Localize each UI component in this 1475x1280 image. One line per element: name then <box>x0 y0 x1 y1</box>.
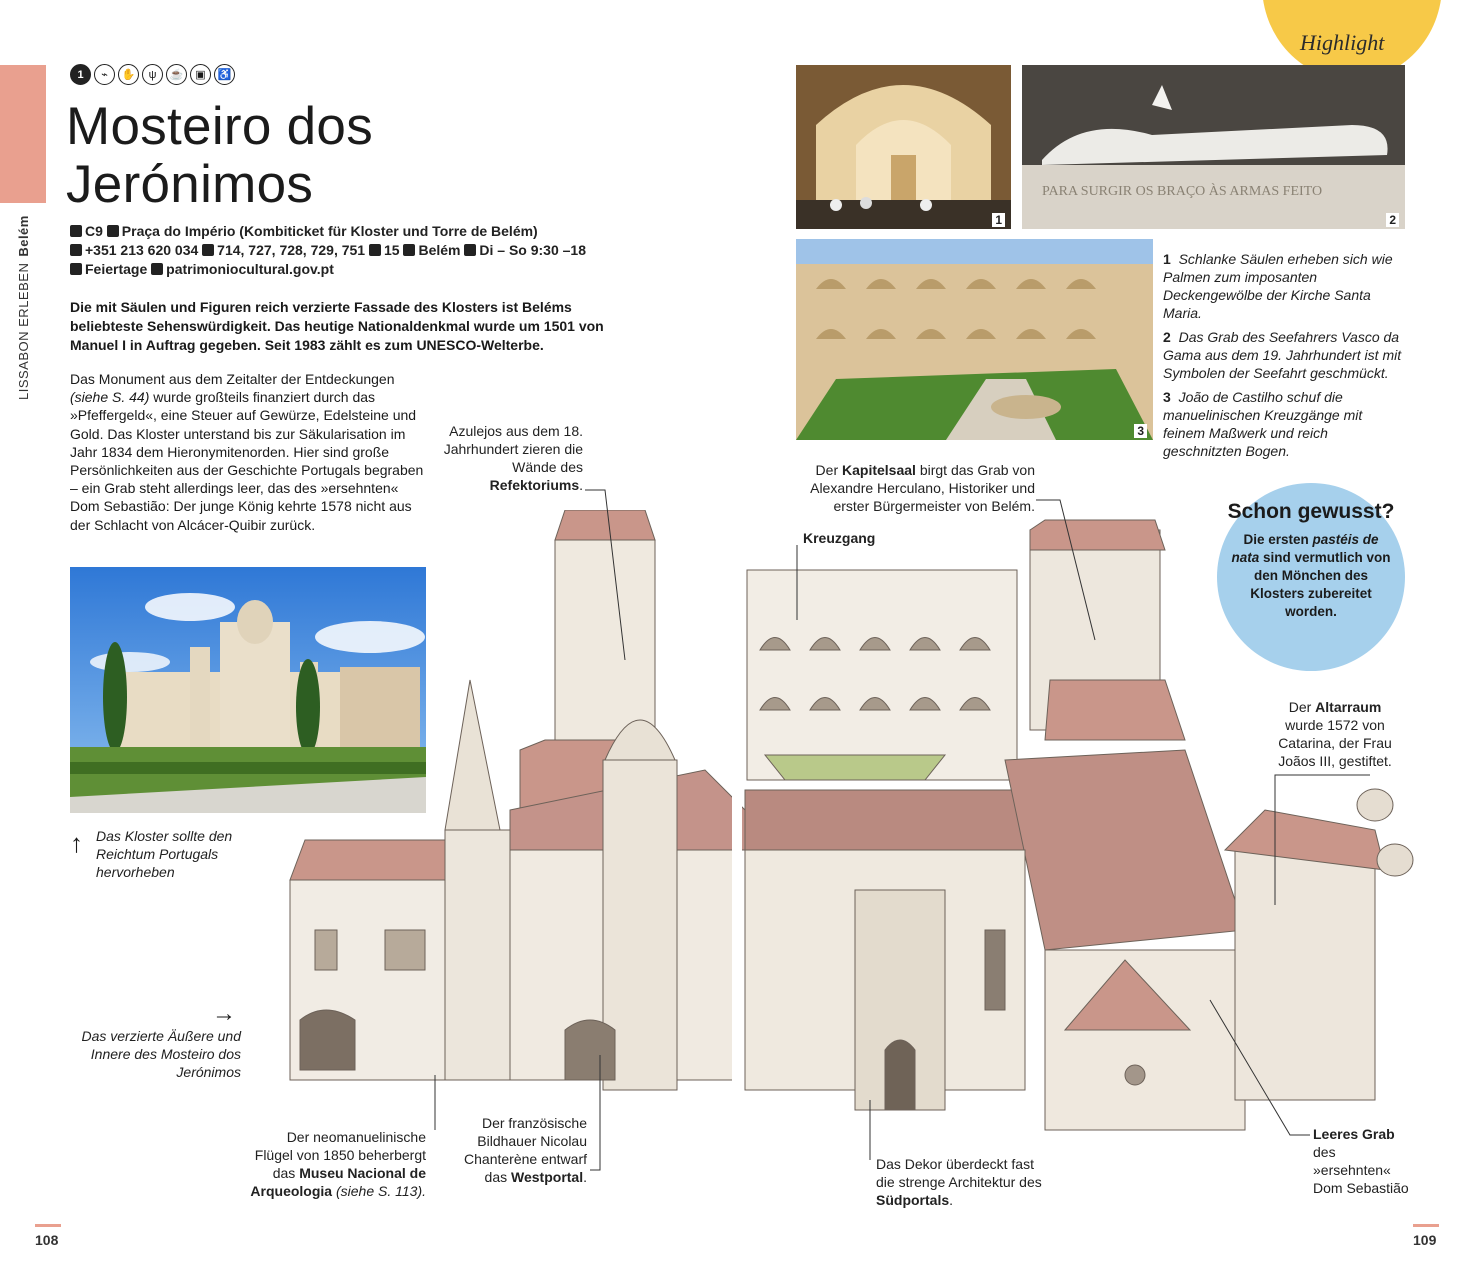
label-suedportal-bold: Südportals <box>876 1192 950 1208</box>
web-icon <box>151 263 164 275</box>
fact-text: Die ersten pastéis de nata sind vermutli… <box>1231 531 1391 621</box>
title-line-1: Mosteiro dos <box>66 97 374 156</box>
bus-icon <box>202 244 215 256</box>
photo-caption-1-num: 1 <box>1163 251 1171 267</box>
page-title: Mosteiro dos Jerónimos <box>66 98 373 214</box>
clock-icon <box>464 244 477 256</box>
entry-number: 1 <box>70 64 91 85</box>
label-museu-a: Der neomanuelinische Flügel von 1850 beh… <box>254 1129 426 1181</box>
label-leeres-grab-bold: Leeres Grab <box>1313 1126 1395 1142</box>
label-suedportal-a: Das Dekor überdeckt fast die strenge Arc… <box>876 1156 1042 1190</box>
photo-caption-2-num: 2 <box>1163 329 1171 345</box>
label-westportal: Der französische Bildhauer Nicolau Chant… <box>464 1115 587 1185</box>
fact-text-2: sind vermutlich von den Mönchen des Klos… <box>1250 550 1391 619</box>
website[interactable]: patrimoniocultural.gov.pt <box>166 261 334 277</box>
label-refektorium: Azulejos aus dem 18. Jahrhundert zieren … <box>443 423 583 493</box>
label-kreuzgang: Kreuzgang <box>803 529 875 547</box>
label-suedportal: Das Dekor überdeckt fast die strenge Arc… <box>876 1156 1042 1208</box>
photo-caption-3-text: João de Castilho schuf die manuelinische… <box>1163 389 1363 459</box>
title-line-2: Jerónimos <box>66 155 314 214</box>
label-altarraum: Der Altarraum wurde 1572 von Catarina, d… <box>1270 698 1400 770</box>
closed-icon <box>70 263 82 275</box>
address: Praça do Império (Kombiticket für Kloste… <box>121 223 538 239</box>
photo-caption-3-num: 3 <box>1163 389 1171 405</box>
opening-hours: Di – So 9:30 –18 <box>479 242 586 258</box>
label-refektorium-text: Azulejos aus dem 18. Jahrhundert zieren … <box>443 423 583 475</box>
page-bar-left <box>35 1224 61 1227</box>
page-reference: (siehe S. 44) <box>70 389 150 406</box>
label-museu-ref: (siehe S. 113). <box>335 1183 426 1199</box>
photo-captions: 1 Schlanke Säulen erheben sich wie Palme… <box>1163 250 1408 460</box>
tomb-photo: PARA SURGIR OS BRAÇO ÀS ARMAS FEITO 2 <box>1022 65 1405 229</box>
page-number-right: 109 <box>1413 1232 1437 1248</box>
label-refektorium-bold: Refektoriums <box>489 477 580 493</box>
photo-caption-2-text: Das Grab des Seefahrers Vasco da Gama au… <box>1163 329 1402 381</box>
photo-number-1: 1 <box>992 213 1005 227</box>
tram-icon <box>368 244 381 256</box>
label-leeres-grab: Leeres Grab des »ersehnten« Dom Sebastiã… <box>1313 1125 1413 1197</box>
tram-line: 15 <box>383 242 400 258</box>
label-kreuzgang-bold: Kreuzgang <box>803 530 876 546</box>
train-icon <box>403 244 416 256</box>
photo-caption-1: 1 Schlanke Säulen erheben sich wie Palme… <box>1163 250 1408 322</box>
label-westportal-bold: Westportal <box>511 1169 584 1185</box>
map-grid: C9 <box>85 223 103 239</box>
label-museu: Der neomanuelinische Flügel von 1850 beh… <box>250 1128 426 1200</box>
label-kapitelsaal-a: Der <box>815 462 839 478</box>
phone-icon <box>70 244 82 256</box>
address-icon <box>106 225 119 237</box>
label-kapitelsaal: Der Kapitelsaal birgt das Grab von Alexa… <box>800 461 1035 515</box>
map-pin-icon <box>70 225 82 237</box>
exterior-photo-caption: Das Kloster sollte den Reichtum Portugal… <box>96 828 233 880</box>
bus-lines: 714, 727, 728, 729, 751 <box>217 242 366 258</box>
hands-icon: ✋ <box>118 64 139 85</box>
body-text: Das Monument aus dem Zeitalter der Entde… <box>70 370 430 534</box>
label-kapitelsaal-bold: Kapitelsaal <box>842 462 916 478</box>
shop-icon: ▣ <box>190 64 211 85</box>
label-kapitelsaal-c: birgt das Grab von Alexandre Herculano, … <box>810 462 1035 514</box>
body-part-1: Das Monument aus dem Zeitalter der Entde… <box>70 371 395 387</box>
fact-title: Schon gewusst? <box>1227 500 1395 523</box>
photo-caption-1-text: Schlanke Säulen erheben sich wie Palmen … <box>1163 251 1393 321</box>
symbol-row: 1 ⌁ ✋ ψ ☕ ▣ ♿ <box>70 64 235 85</box>
label-altarraum-bold: Altarraum <box>1315 699 1382 715</box>
illustration-caption: Das verzierte Äußere und Innere des Most… <box>81 1028 241 1080</box>
highlight-label: Highlight <box>1300 30 1385 55</box>
fact-text-1: Die ersten <box>1243 532 1309 547</box>
closed-days: Feiertage <box>85 261 148 277</box>
monastery-exterior-photo <box>70 567 426 813</box>
fact-text-italic: pastéis de nata <box>1231 532 1379 565</box>
section-color-tab <box>0 65 46 203</box>
label-museu-bold: Museu Nacional de Arqueologia <box>250 1165 426 1199</box>
label-westportal-a: Der französische Bildhauer Nicolau Chant… <box>464 1115 587 1185</box>
church-interior-photo: 1 <box>796 65 1011 229</box>
photo-number-2: 2 <box>1386 213 1399 227</box>
page-number-left: 108 <box>35 1232 59 1248</box>
body-part-2: wurde großteils finanziert durch das »Pf… <box>70 389 424 533</box>
train-station: Belém <box>418 242 461 258</box>
label-altarraum-c: wurde 1572 von Catarina, der Frau Joãos … <box>1278 717 1392 769</box>
label-leeres-grab-text: des »ersehnten« Dom Sebastião <box>1313 1144 1409 1196</box>
cloister-photo: 3 <box>796 239 1153 440</box>
cafe-icon: ☕ <box>166 64 187 85</box>
photo-number-3: 3 <box>1134 424 1147 438</box>
label-altarraum-a: Der <box>1288 699 1312 715</box>
arrow-right-icon: → <box>212 1000 236 1027</box>
svg-text:PARA SURGIR OS BRAÇO ÀS ARMAS: PARA SURGIR OS BRAÇO ÀS ARMAS FEITO <box>1042 182 1322 199</box>
arrow-up-icon: ↑ <box>70 828 83 858</box>
fact-bubble: Schon gewusst? Die ersten pastéis de nat… <box>1217 483 1405 671</box>
restaurant-icon: ψ <box>142 64 163 85</box>
wheelchair-icon: ♿ <box>214 64 235 85</box>
monastery-illustration <box>285 509 1425 1160</box>
lead-paragraph: Die mit Säulen und Figuren reich verzier… <box>70 299 604 353</box>
photo-caption-3: 3 João de Castilho schuf die manuelinisc… <box>1163 388 1408 460</box>
page-bar-right <box>1413 1224 1439 1227</box>
photo-caption-2: 2 Das Grab des Seefahrers Vasco da Gama … <box>1163 328 1408 382</box>
practical-info: C9 Praça do Império (Kombiticket für Klo… <box>70 222 590 279</box>
camera-icon: ⌁ <box>94 64 115 85</box>
phone: +351 213 620 034 <box>85 242 199 258</box>
